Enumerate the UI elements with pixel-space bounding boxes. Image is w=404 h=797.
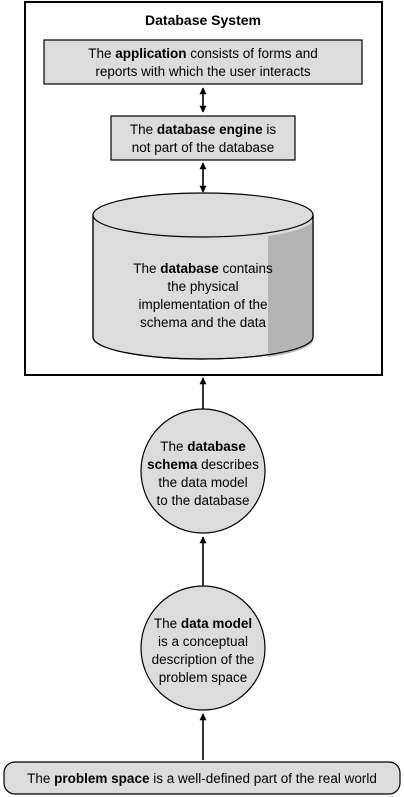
cylinder-shadow: [268, 215, 315, 357]
schema-text-line3: the data model: [158, 475, 247, 490]
database-engine-box: [110, 115, 296, 161]
schema-text-line2: schema describes: [147, 457, 259, 472]
problem-space-text: The problem space is a well-defined part…: [27, 771, 377, 786]
datamodel-text-line2: is a conceptual: [158, 634, 248, 649]
database-cylinder: [92, 192, 315, 360]
database-system-title: Database System: [145, 12, 261, 28]
database-text-line2: the physical: [167, 279, 238, 294]
datamodel-text-line3: description of the: [152, 652, 255, 667]
datamodel-text-line4: problem space: [159, 670, 248, 685]
datamodel-text-line1: The data model: [154, 616, 252, 631]
data-model-circle: [140, 585, 266, 711]
database-text-line3: implementation of the: [138, 297, 267, 312]
problem-space-box: [3, 761, 401, 795]
cylinder-outline: [92, 215, 314, 360]
application-text-line2: reports with which the user interacts: [95, 64, 311, 79]
engine-text-line1: The database engine is: [130, 122, 277, 137]
database-schema-circle: [140, 408, 266, 534]
cylinder-top: [92, 192, 314, 238]
engine-text-line2: not part of the database: [132, 140, 275, 155]
application-text-line1: The application consists of forms and: [88, 46, 318, 61]
database-text-line4: schema and the data: [140, 315, 267, 330]
application-box: [43, 39, 363, 85]
database-text-line1: The database contains: [133, 261, 273, 276]
schema-text-line1: The database: [160, 439, 246, 454]
schema-text-line4: to the database: [156, 493, 249, 508]
